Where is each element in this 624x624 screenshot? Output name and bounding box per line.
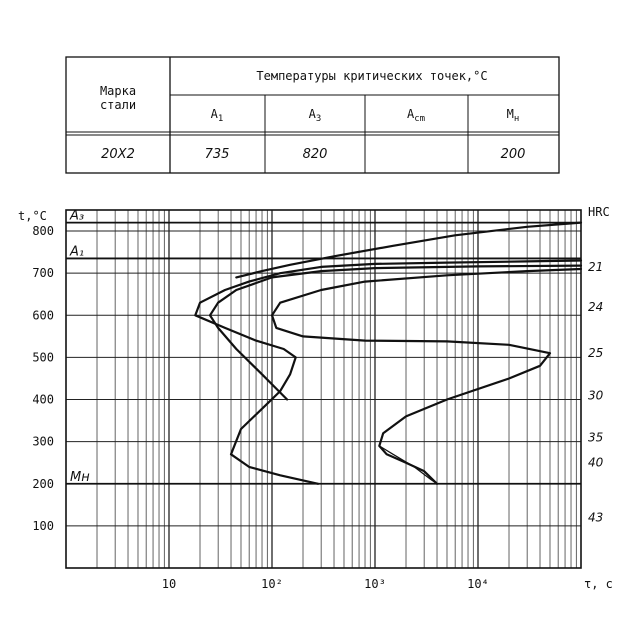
y-tick-labels: 100 200 300 400 500 600 700 800 [32, 224, 54, 533]
col-a3-main: A [309, 107, 317, 121]
y-tick-label: 300 [32, 435, 54, 449]
transformation-curve [378, 445, 438, 485]
col-acm-sub: cm [414, 114, 425, 124]
y-tick-label: 500 [32, 350, 54, 364]
hrc-label: 40 [588, 456, 604, 470]
y-tick-label: 400 [32, 393, 54, 407]
reference-line-label: A₃ [69, 209, 84, 224]
x-tick-label: 10² [261, 577, 283, 591]
hrc-label: 30 [588, 388, 604, 402]
x-tick-label: 10⁴ [467, 577, 489, 591]
transformation-curve [235, 221, 583, 279]
transformation-curve [270, 314, 552, 485]
hrc-axis-label: HRC [588, 205, 610, 219]
critical-points-table: Марка стали Температуры критических точе… [65, 56, 560, 174]
y-tick-label: 800 [32, 224, 54, 238]
col-a1: A1 [211, 107, 224, 124]
header-temperatures: Температуры критических точек,°C [256, 69, 487, 83]
cell-a3: 820 [303, 147, 328, 162]
reference-line-label: Mн [70, 470, 90, 485]
col-a3: A3 [309, 107, 322, 124]
y-axis-label-text: t,°C [18, 209, 47, 223]
transformation-curve [194, 259, 583, 485]
col-a3-sub: 3 [316, 114, 321, 124]
reference-line-labels: A₃ A₁ Mн [69, 209, 90, 485]
col-a1-main: A [211, 107, 219, 121]
col-acm-main: A [407, 107, 415, 121]
hrc-label: 21 [588, 260, 603, 274]
reference-line-label: A₁ [69, 244, 84, 259]
curves [194, 221, 583, 485]
x-tick-label: 10 [162, 577, 176, 591]
col-acm: Acm [407, 107, 425, 124]
hrc-label: 24 [588, 300, 603, 314]
y-axis-label: t,°C [18, 209, 47, 223]
x-tick-labels: 10 10² 10³ 10⁴ [162, 577, 489, 591]
x-tick-label: 10³ [364, 577, 386, 591]
col-mn-sub: н [514, 114, 519, 124]
col-mn-main: M [507, 107, 514, 121]
hrc-label: 43 [588, 510, 603, 524]
table-border [65, 56, 560, 174]
col-mn: Mн [507, 107, 520, 124]
y-tick-label: 700 [32, 266, 54, 280]
hrc-label: 35 [588, 430, 603, 444]
x-axis-label: τ, c [584, 577, 613, 591]
hrc-labels: 21 24 25 30 35 40 43 [588, 260, 604, 525]
header-steel-line1: Марка [100, 84, 136, 98]
cell-a1: 735 [205, 147, 230, 162]
col-a1-sub: 1 [218, 114, 223, 124]
header-steel-line2: стали [100, 98, 136, 112]
cell-mn: 200 [501, 147, 526, 162]
y-tick-label: 200 [32, 477, 54, 491]
hrc-label: 25 [588, 346, 603, 360]
transformation-curve [208, 264, 583, 401]
y-tick-label: 100 [32, 519, 54, 533]
y-tick-label: 600 [32, 308, 54, 322]
transformation-curve [270, 267, 583, 317]
grid [66, 210, 581, 568]
cell-steel: 20Х2 [101, 147, 135, 162]
plot-frame [65, 209, 582, 569]
